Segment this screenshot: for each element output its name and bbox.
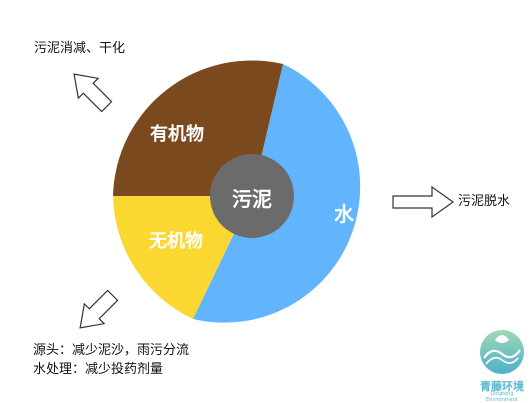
water-arrow: [392, 185, 455, 219]
center-label: 污泥: [232, 187, 272, 211]
logo-name: 青藤环境: [480, 380, 524, 393]
inorganic-label: 无机物: [149, 230, 203, 252]
inorganic-action-note-2: 水处理：减少投药剂量: [33, 362, 164, 377]
inorganic-arrow: [79, 289, 119, 329]
inorganic-segment: [113, 196, 252, 319]
sludge-center-circle: [210, 154, 294, 238]
water-label: 水: [334, 202, 355, 226]
logo-icon: [480, 330, 524, 374]
organic-label: 有机物: [150, 123, 204, 145]
logo-subtitle: Qingteng Environment: [486, 391, 518, 403]
water-action-note: 污泥脱水: [458, 194, 511, 209]
organic-action-note: 污泥消减、干化: [34, 41, 126, 56]
organic-arrow: [73, 73, 113, 113]
inorganic-action-note-1: 源头：减少泥沙，雨污分流: [33, 343, 190, 358]
